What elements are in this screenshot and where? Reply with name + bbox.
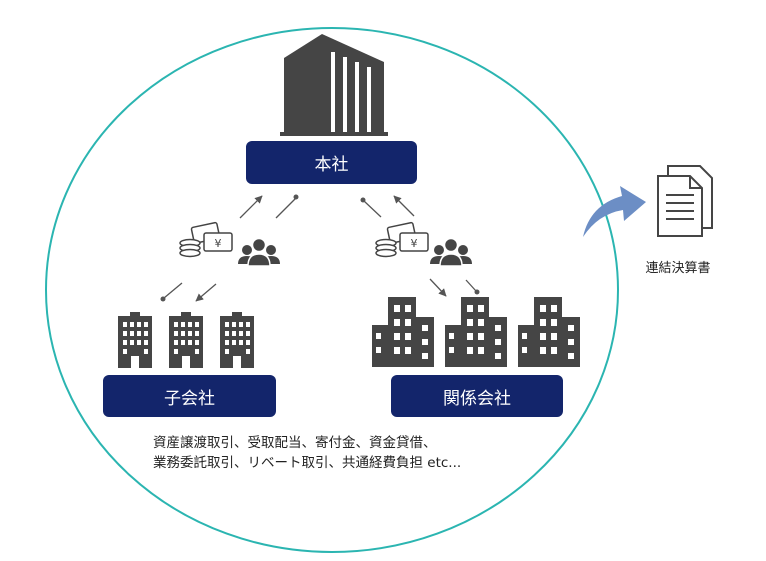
transaction-types-text: 資産譲渡取引、受取配当、寄付金、資金貸借、 業務委託取引、リベート取引、共通経費… (153, 433, 573, 473)
people-icon (429, 237, 473, 267)
transaction-line-1: 資産譲渡取引、受取配当、寄付金、資金貸借、 (153, 435, 437, 451)
flow-arrows-right (360, 195, 480, 297)
flow-arrows-left (160, 194, 299, 302)
money-icon (179, 221, 233, 258)
office-building-icon (280, 34, 388, 136)
document-icon (657, 165, 713, 237)
affiliates-box: 関係会社 (391, 375, 563, 417)
office-building-icon (118, 312, 152, 368)
subsidiaries-box: 子会社 (103, 375, 276, 417)
head-office-label: 本社 (314, 155, 349, 175)
group-boundary-circle (45, 27, 619, 553)
subsidiaries-label: 子会社 (164, 388, 215, 409)
head-office-box: 本社 (246, 141, 417, 184)
office-building-icon (372, 297, 434, 367)
curved-arrow-icon (583, 186, 646, 237)
office-building-icon (445, 297, 507, 367)
office-building-icon (169, 312, 203, 368)
office-building-icon (518, 297, 580, 367)
office-building-icon (220, 312, 254, 368)
people-icon (237, 237, 281, 267)
transaction-line-2: 業務委託取引、リベート取引、共通経費負担 etc... (153, 455, 462, 471)
money-icon (375, 221, 429, 258)
affiliates-label: 関係会社 (443, 388, 511, 409)
consolidated-statements-label: 連結決算書 (645, 261, 711, 276)
